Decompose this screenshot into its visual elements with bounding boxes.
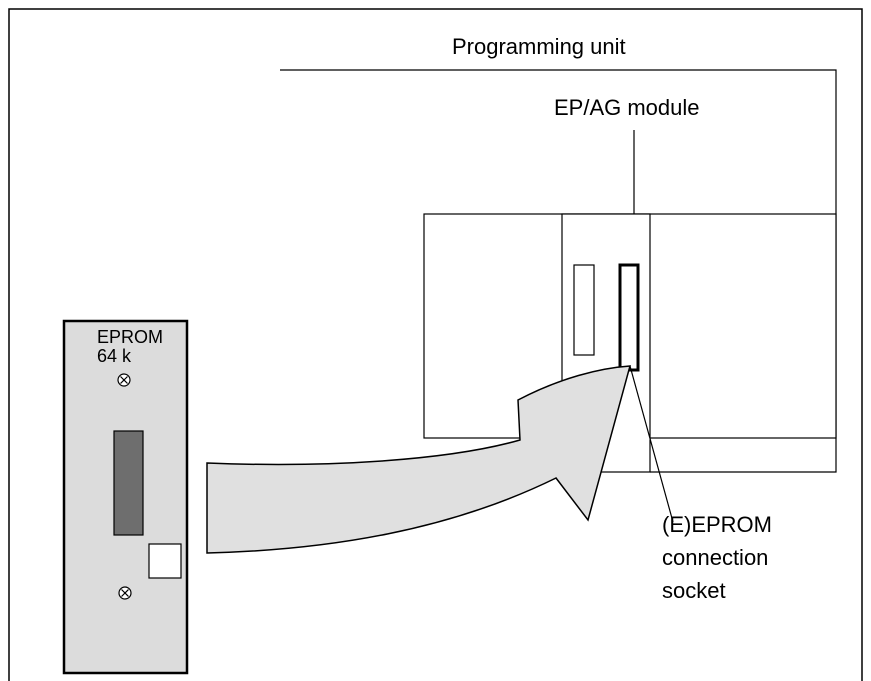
socket-leader-line [629,365,674,523]
programming-unit-label: Programming unit [452,34,626,59]
socket-label-line3: socket [662,578,726,603]
bottom-screw-icon [118,586,132,600]
diagram-frame [8,8,863,681]
insertion-arrow [206,365,632,554]
eprom-connection-socket [618,263,640,372]
module-slot [573,264,595,356]
eprom-size: 64 k [97,346,132,366]
socket-label-line1: (E)EPROM [662,512,772,537]
eprom-title: EPROM [97,327,164,347]
top-screw-icon [117,373,131,387]
eprom-label-square [148,543,182,579]
socket-label-line2: connection [662,545,769,570]
eprom-window [113,430,144,536]
ep-ag-module-label: EP/AG module [554,95,700,120]
